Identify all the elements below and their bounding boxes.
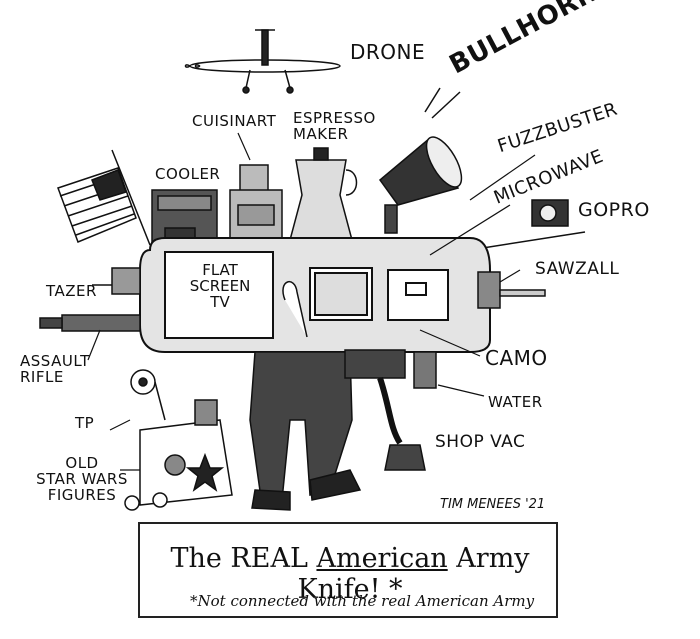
shop-vac-drawing: [344, 349, 426, 471]
caption-title: The REAL American Army Knife! *: [150, 543, 550, 605]
american-flag-drawing: [57, 149, 151, 246]
caption-before: The REAL: [170, 543, 317, 574]
label-shop-vac: SHOP VAC: [435, 432, 526, 452]
label-old-star-wars-figures: OLD STAR WARS FIGURES: [36, 454, 128, 504]
assault-rifle-drawing: [39, 314, 141, 332]
label-gopro: GOPRO: [578, 199, 650, 221]
caption-after: Army Knife! *: [297, 543, 530, 605]
sawzall-drawing: [477, 271, 546, 309]
label-tp: TP: [75, 414, 95, 432]
artist-signature: TIM MENEES '21: [440, 497, 546, 512]
person-drawing: [249, 281, 362, 511]
label-assault-rifle: ASSAULT RIFLE: [20, 352, 90, 386]
espresso-maker-drawing: [289, 147, 358, 241]
label-water: WATER: [488, 393, 543, 411]
label-drone: DRONE: [350, 40, 426, 64]
star-wars-box-drawing: [124, 399, 233, 511]
knife-body: [139, 237, 491, 353]
bullhorn-drawing: [378, 87, 463, 234]
water-bottle-drawing: [413, 351, 437, 389]
gopro-drawing: [469, 199, 586, 251]
caption-box: [138, 522, 558, 618]
label-camo: CAMO: [485, 346, 548, 370]
drone-drawing: [184, 29, 341, 94]
caption-underlined: American: [316, 543, 448, 574]
cooler-drawing: [151, 189, 218, 246]
cuisinart-drawing: [229, 164, 283, 241]
label-tazer: TAZER: [46, 282, 97, 300]
label-cuisinart: CUISINART: [192, 112, 277, 130]
tp-drawing: [130, 369, 166, 421]
label-cooler: COOLER: [155, 165, 221, 183]
caption-footnote: *Not connected with the real American Ar…: [190, 592, 535, 610]
tazer-drawing: [92, 267, 141, 295]
label-sawzall: SAWZALL: [535, 259, 620, 279]
label-espresso-maker: ESPRESSO MAKER: [293, 109, 376, 143]
label-flat-screen-tv: FLAT SCREEN TV: [189, 261, 251, 311]
leader-lines: [87, 132, 536, 471]
